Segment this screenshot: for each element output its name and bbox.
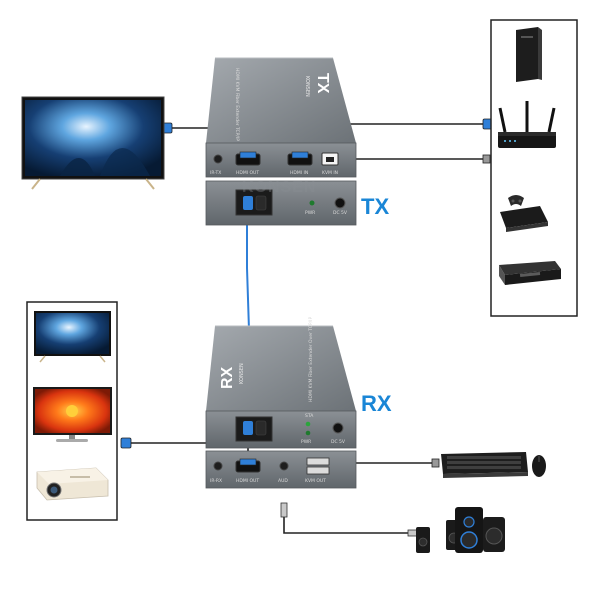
keyboard-icon xyxy=(441,452,528,478)
svg-text:HDMI IN: HDMI IN xyxy=(290,170,308,176)
tv-icon xyxy=(33,387,112,442)
tx-unit: TX HDMI KVM Fiber Extender TCP/IP KONSEN… xyxy=(205,57,357,226)
tx-label: TX xyxy=(361,194,389,219)
svg-text:STA: STA xyxy=(305,413,314,419)
pc-tower-icon xyxy=(516,27,542,82)
rx-pwr-led xyxy=(305,430,311,436)
rx-fiber-port xyxy=(235,416,273,442)
usb-plug-tx xyxy=(482,154,491,164)
tx-sources-panel xyxy=(490,19,578,317)
connectors xyxy=(120,118,494,537)
rx-top-mark: RX xyxy=(219,366,236,389)
hdmi-plug-rx xyxy=(120,437,132,449)
speakers-icon xyxy=(416,507,505,553)
tx-top-mark: TX xyxy=(314,73,331,94)
projector-icon xyxy=(36,467,109,501)
tx-top-face xyxy=(206,58,356,143)
svg-text:DC 5V: DC 5V xyxy=(331,439,346,445)
monitor-icon xyxy=(34,311,111,363)
tx-ir-port xyxy=(213,154,223,164)
tx-top-sub: KONSEN xyxy=(304,76,310,97)
tx-top-text: HDMI KVM Fiber Extender TCP/IP xyxy=(234,68,240,141)
svg-text:KVM OUT: KVM OUT xyxy=(305,478,326,484)
rx-label: RX xyxy=(361,391,392,416)
svg-text:HDMI OUT: HDMI OUT xyxy=(236,170,259,176)
rx-front-face xyxy=(205,410,357,449)
svg-text:KVM IN: KVM IN xyxy=(322,170,338,176)
rx-ir-port xyxy=(213,461,223,471)
rx-dc-port xyxy=(332,422,344,434)
svg-text:PWR: PWR xyxy=(301,439,311,445)
watermark: KONSEN xyxy=(242,179,316,196)
rx-unit: RX HDMI KVM Fiber Extender Over TCP/IP K… xyxy=(205,317,357,489)
svg-text:AUD: AUD xyxy=(278,478,288,484)
mouse-icon xyxy=(532,455,546,477)
svg-text:PWR: PWR xyxy=(305,210,315,216)
router-icon xyxy=(498,101,556,148)
svg-text:DC 5V: DC 5V xyxy=(333,210,348,216)
rx-audio-port xyxy=(279,461,289,471)
rx-usb-port-1 xyxy=(306,457,330,466)
svg-text:IR-TX: IR-TX xyxy=(210,170,221,176)
rx-rear-face xyxy=(205,450,357,489)
usb-plug-keyboard xyxy=(431,458,440,468)
game-console-icon xyxy=(500,195,548,232)
rx-top-text: HDMI KVM Fiber Extender Over TCP/IP xyxy=(308,317,314,402)
tv-icon xyxy=(21,96,165,190)
rx-top-sub: KONSEN xyxy=(239,363,245,384)
rx-usb-port-2 xyxy=(306,466,330,475)
rx-displays-panel xyxy=(26,301,118,521)
dvr-icon xyxy=(499,261,561,285)
tx-dc-port xyxy=(334,197,346,209)
tx-pwr-led xyxy=(309,200,315,206)
rx-sta-led xyxy=(305,421,311,427)
tx-front-face xyxy=(205,180,357,226)
svg-text:IR-RX: IR-RX xyxy=(210,478,222,484)
audio-plug-rx xyxy=(280,502,288,518)
rx-top-face xyxy=(206,326,356,411)
svg-text:HDMI OUT: HDMI OUT xyxy=(236,478,259,484)
audio-cable-rx xyxy=(283,503,416,534)
